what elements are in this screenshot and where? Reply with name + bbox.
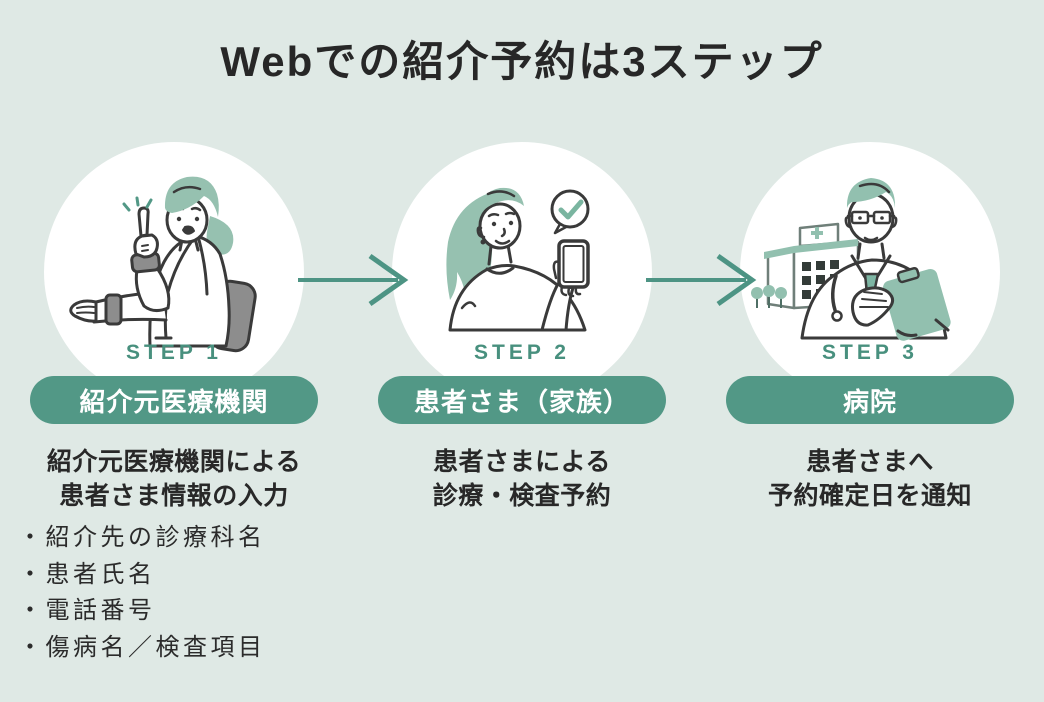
description-line: 患者さま情報の入力 bbox=[59, 482, 289, 510]
description-line: 患者さまへ bbox=[806, 448, 934, 476]
glasses-icon bbox=[850, 210, 870, 225]
face bbox=[478, 202, 522, 250]
hospital-doctor-illustration bbox=[751, 178, 951, 341]
fingers bbox=[560, 285, 582, 298]
step-label-1: STEP 1 bbox=[126, 341, 222, 364]
description-line: 予約確定日を通知 bbox=[767, 482, 972, 510]
description-line: 紹介元医療機関による bbox=[46, 448, 302, 476]
step-description-3: 患者さまへ 予約確定日を通知 bbox=[696, 445, 1044, 513]
ear bbox=[476, 226, 486, 239]
description-line: 診療・検査予約 bbox=[432, 482, 612, 510]
stethoscope bbox=[831, 274, 838, 312]
step-description-2: 患者さまによる 診療・検査予約 bbox=[348, 445, 696, 513]
step-column-3: STEP 3 病院 患者さまへ 予約確定日を通知 bbox=[696, 0, 1044, 702]
step-column-1: STEP 1 紹介元医療機関 紹介元医療機関による 患者さま情報の入力 ・紹介先… bbox=[0, 0, 348, 702]
step-circle-1 bbox=[44, 142, 304, 402]
step-pill-2: 患者さま（家族） bbox=[378, 376, 666, 424]
bullet-list: ・紹介先の診療科名 ・患者氏名 ・電話番号 ・傷病名／検査項目 bbox=[18, 520, 266, 666]
pointing-finger bbox=[137, 206, 150, 238]
step-label-3: STEP 3 bbox=[822, 341, 918, 364]
step-description-1: 紹介元医療機関による 患者さま情報の入力 bbox=[0, 445, 348, 513]
earring bbox=[480, 239, 486, 245]
check-icon bbox=[558, 199, 584, 220]
step-circle-2 bbox=[392, 142, 652, 402]
check-bubble-icon bbox=[550, 189, 590, 235]
clipboard-icon bbox=[883, 266, 951, 341]
step-pill-3: 病院 bbox=[726, 376, 1014, 424]
arrow-right-icon bbox=[646, 253, 757, 307]
bullet-item: ・電話番号 bbox=[18, 597, 156, 624]
cuff bbox=[104, 293, 123, 326]
step-column-2: STEP 2 患者さま（家族） 患者さまによる 診療・検査予約 bbox=[348, 0, 696, 702]
patient-smartphone-illustration bbox=[446, 187, 590, 332]
medical-cross-icon bbox=[811, 227, 823, 239]
tree-icons bbox=[751, 285, 787, 308]
page-title: Webでの紹介予約は3ステップ bbox=[220, 38, 824, 85]
step-circle-3 bbox=[740, 142, 1000, 402]
description-line: 患者さまによる bbox=[433, 448, 611, 476]
arrow-right-icon bbox=[298, 253, 409, 307]
raised-sleeve bbox=[134, 266, 171, 313]
referring-doctor-illustration bbox=[69, 176, 257, 353]
hand bbox=[69, 299, 98, 323]
step-pill-1: 紹介元医療機関 bbox=[30, 376, 318, 424]
hair bbox=[164, 176, 219, 217]
bullet-item: ・紹介先の診療科名 bbox=[18, 524, 266, 551]
sparkle-icon bbox=[122, 196, 153, 212]
bullet-item: ・傷病名／検査項目 bbox=[18, 633, 266, 661]
bullet-item: ・患者氏名 bbox=[18, 560, 156, 588]
step-label-2: STEP 2 bbox=[474, 341, 570, 364]
smartphone-icon bbox=[557, 239, 590, 289]
